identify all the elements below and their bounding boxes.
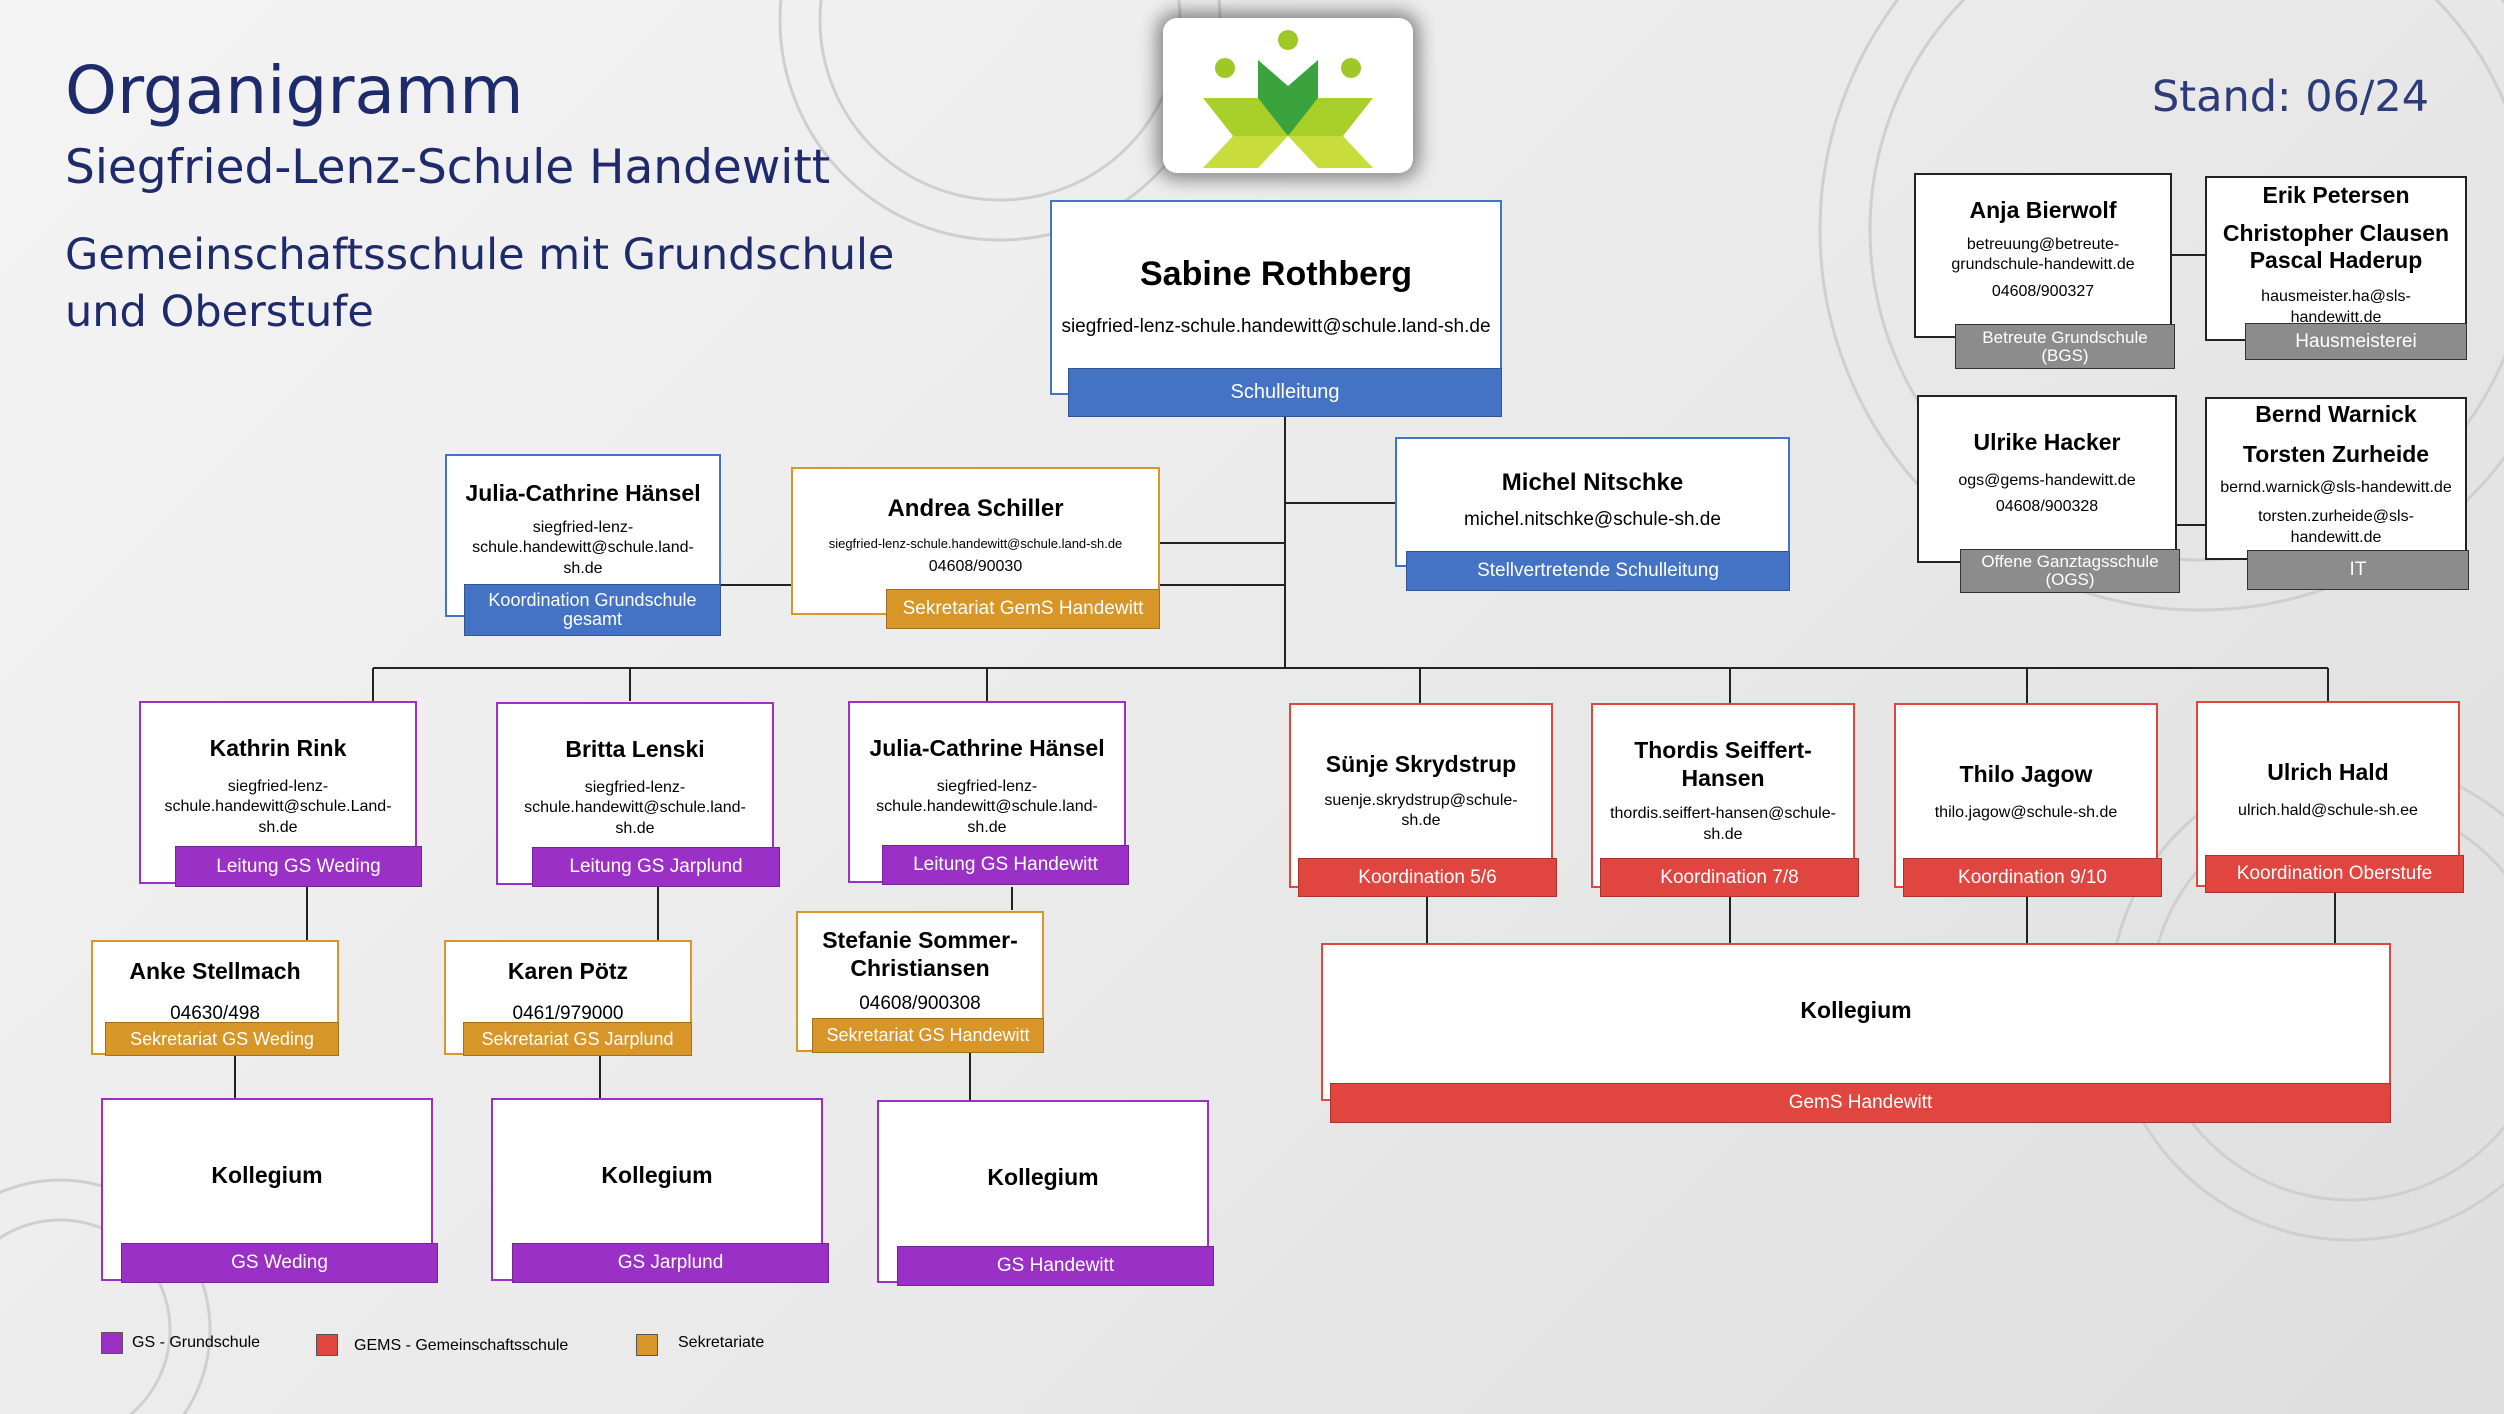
stand-date: Stand: 06/24 <box>2152 72 2430 122</box>
bgs-card: Anja Bierwolf betreuung@betreute-grundsc… <box>1914 173 2172 338</box>
caretaker-role-label: Hausmeisterei <box>2245 323 2467 360</box>
caretaker-name-3: Pascal Haderup <box>2249 247 2423 274</box>
bgs-email: betreuung@betreute-grundschule-handewitt… <box>1951 235 2135 274</box>
gems-staff-name: Kollegium <box>1800 997 1912 1023</box>
legend-label-secretariat: Sekretariate <box>678 1334 765 1351</box>
gems-coordinator-email: ulrich.hald@schule-sh.ee <box>2238 801 2418 819</box>
gems-coordinator-name: Thordis Seiffert-Hansen <box>1634 737 1812 791</box>
gems-coordinator-role-label: Koordination 9/10 <box>1903 858 2162 897</box>
gems-secretariat-role-label: Sekretariat GemS Handewitt <box>886 589 1160 629</box>
gems-coordinator-name: Thilo Jagow <box>1959 761 2093 787</box>
gems-coordinator-card: Thordis Seiffert-Hansen thordis.seiffert… <box>1591 703 1855 888</box>
deputy-name: Michel Nitschke <box>1501 469 1684 496</box>
ogs-email: ogs@gems-handewitt.de <box>1958 471 2136 489</box>
gems-coordinator-email: thilo.jagow@schule-sh.de <box>1934 803 2118 821</box>
gs-staff-name: Kollegium <box>211 1162 323 1188</box>
school-type-line2: und Oberstufe <box>65 287 374 337</box>
ogs-name: Ulrike Hacker <box>1973 429 2121 455</box>
gs-secretary-role-label: Sekretariat GS Jarplund <box>463 1022 692 1056</box>
caretaker-name-2: Christopher Clausen <box>2222 219 2450 246</box>
it-role-label: IT <box>2247 550 2469 590</box>
gems-secretariat-phone: 04608/90030 <box>928 557 1023 575</box>
legend-label-gems: GEMS - Gemeinschaftsschule <box>354 1337 569 1354</box>
gs-secretary-phone: 0461/979000 <box>512 1002 624 1024</box>
ogs-role-label: Offene Ganztagsschule (OGS) <box>1960 549 2180 593</box>
gs-lead-name: Britta Lenski <box>565 736 705 762</box>
ogs-phone: 04608/900328 <box>1995 498 2099 516</box>
caretaker-name-1: Erik Petersen <box>2262 182 2410 208</box>
gs-lead-email: siegfried-lenz-schule.handewitt@schule.l… <box>876 777 1098 837</box>
legend-swatch-gs <box>101 1332 123 1354</box>
gs-lead-role-label: Leitung GS Weding <box>175 846 422 887</box>
ogs-card: Ulrike Hacker ogs@gems-handewitt.de 0460… <box>1917 395 2177 563</box>
gems-coordinator-role-label: Koordination 5/6 <box>1298 858 1557 897</box>
gems-coordinator-card: Thilo Jagow thilo.jagow@schule-sh.de <box>1894 703 2158 888</box>
gs-coordination-role-label: Koordination Grundschule gesamt <box>464 584 721 636</box>
principal-card: Sabine Rothberg siegfried-lenz-schule.ha… <box>1050 200 1502 395</box>
it-card: Bernd Warnick Torsten Zurheide bernd.war… <box>2205 397 2467 560</box>
bgs-name: Anja Bierwolf <box>1969 197 2117 223</box>
caretaker-email: hausmeister.ha@sls-handewitt.de <box>2261 287 2411 326</box>
legend-label-gs: GS - Grundschule <box>132 1334 261 1351</box>
principal-name: Sabine Rothberg <box>1139 255 1413 293</box>
caretaker-card: Erik Petersen Christopher Clausen Pascal… <box>2205 176 2467 341</box>
it-email-1: bernd.warnick@sls-handewitt.de <box>2220 479 2452 497</box>
gs-staff-role-label: GS Handewitt <box>897 1246 1214 1286</box>
school-logo <box>1163 18 1413 173</box>
gems-coordinator-email: thordis.seiffert-hansen@schule-sh.de <box>1610 805 1836 843</box>
gs-secretary-role-label: Sekretariat GS Weding <box>105 1022 339 1056</box>
gs-staff-name: Kollegium <box>601 1162 713 1188</box>
gs-secretary-name: Anke Stellmach <box>129 958 301 984</box>
principal-role-label: Schulleitung <box>1068 368 1502 417</box>
gems-coordinator-name: Ulrich Hald <box>2267 759 2389 785</box>
gs-staff-role-label: GS Jarplund <box>512 1243 829 1283</box>
it-name-1: Bernd Warnick <box>2255 401 2417 427</box>
principal-email: siegfried-lenz-schule.handewitt@schule.l… <box>1061 315 1491 337</box>
gs-coordination-email: siegfried-lenz-schule.handewitt@schule.l… <box>472 518 694 578</box>
gs-secretary-phone: 04608/900308 <box>859 993 981 1015</box>
school-name: Siegfried-Lenz-Schule Handewitt <box>65 140 831 195</box>
it-email-2: torsten.zurheide@sls-handewitt.de <box>2258 507 2414 546</box>
bgs-phone: 04608/900327 <box>1991 283 2095 301</box>
it-name-2: Torsten Zurheide <box>2242 440 2430 467</box>
legend-swatch-secretariat <box>636 1334 658 1356</box>
deputy-role-label: Stellvertretende Schulleitung <box>1406 551 1790 591</box>
bgs-role-label: Betreute Grundschule (BGS) <box>1955 324 2175 369</box>
gems-coordinator-name: Sünje Skrydstrup <box>1325 751 1517 777</box>
gems-secretariat-email: siegfried-lenz-schule.handewitt@schule.l… <box>828 535 1123 551</box>
page-title: Organigramm <box>65 52 524 129</box>
legend-swatch-gems <box>316 1334 338 1356</box>
deputy-email: michel.nitschke@schule-sh.de <box>1464 508 1721 530</box>
gems-secretariat-name: Andrea Schiller <box>887 495 1064 522</box>
gems-coordinator-role-label: Koordination Oberstufe <box>2205 855 2464 893</box>
gs-secretary-name: Stefanie Sommer-Christiansen <box>822 927 1018 981</box>
gs-lead-role-label: Leitung GS Handewitt <box>882 845 1129 885</box>
gems-coordinator-role-label: Koordination 7/8 <box>1600 858 1859 897</box>
gs-staff-role-label: GS Weding <box>121 1243 438 1283</box>
gs-lead-role-label: Leitung GS Jarplund <box>532 847 780 887</box>
gs-lead-name: Julia-Cathrine Hänsel <box>869 735 1105 761</box>
gs-secretary-phone: 04630/498 <box>170 1002 260 1024</box>
school-logo-icon <box>1203 30 1373 168</box>
gems-staff-card: Kollegium <box>1321 943 2391 1101</box>
school-type-line1: Gemeinschaftsschule mit Grundschule <box>65 230 895 280</box>
gs-lead-name: Kathrin Rink <box>209 735 347 761</box>
gems-staff-role-label: GemS Handewitt <box>1330 1083 2391 1123</box>
gs-secretary-role-label: Sekretariat GS Handewitt <box>812 1018 1044 1053</box>
gs-lead-email: siegfried-lenz-schule.handewitt@schule.L… <box>164 777 392 837</box>
deputy-card: Michel Nitschke michel.nitschke@schule-s… <box>1395 437 1790 567</box>
gs-lead-email: siegfried-lenz-schule.handewitt@schule.l… <box>524 778 746 838</box>
gs-coordination-name: Julia-Cathrine Hänsel <box>465 480 701 506</box>
gs-staff-name: Kollegium <box>987 1164 1099 1190</box>
gems-coordinator-email: suenje.skrydstrup@schule-sh.de <box>1324 791 1518 830</box>
gs-secretary-name: Karen Pötz <box>507 958 629 984</box>
